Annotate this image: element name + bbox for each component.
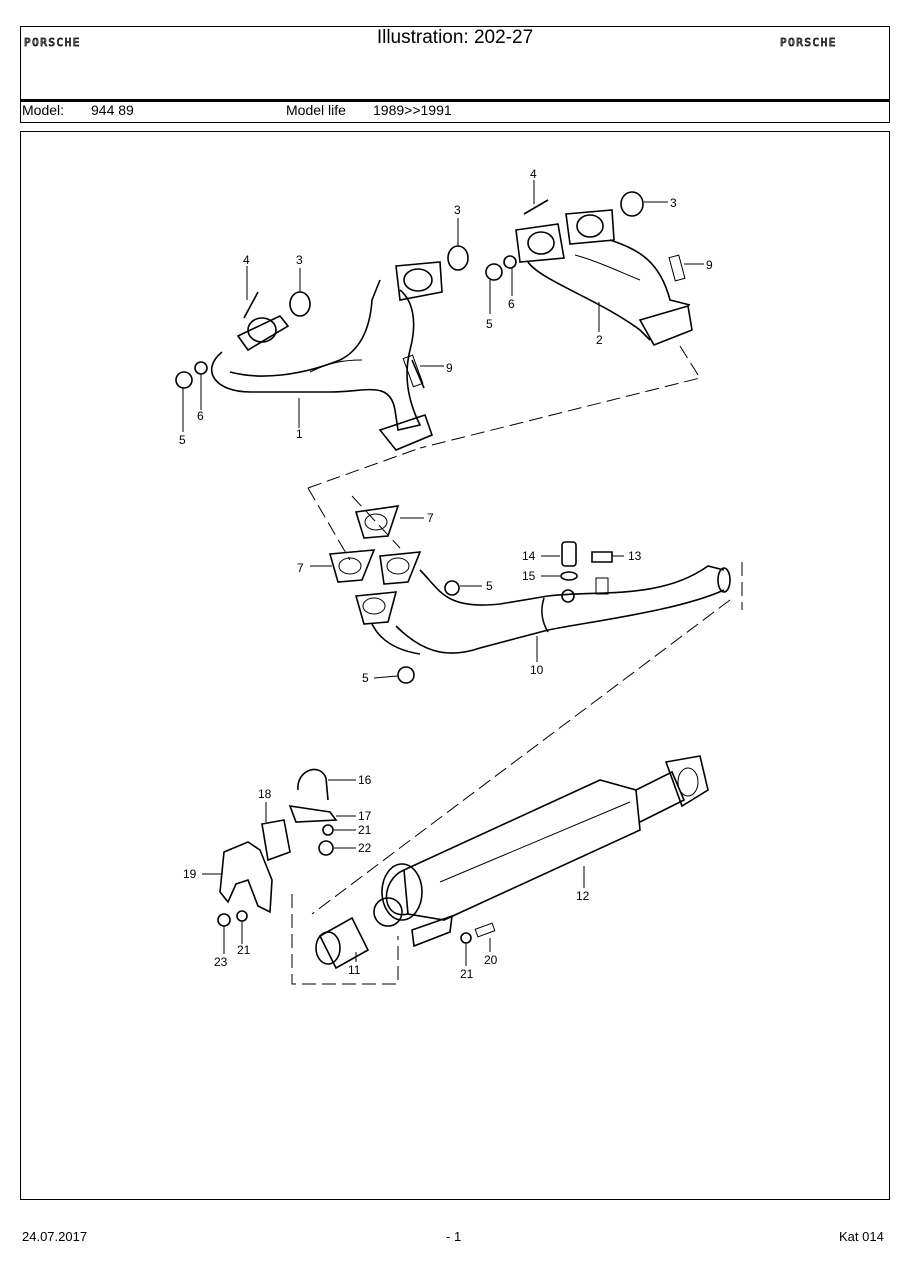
- callout-10: 10: [530, 663, 544, 677]
- callout-2: 2: [596, 333, 603, 347]
- callout-14: 14: [522, 549, 536, 563]
- callout-1: 1: [296, 427, 303, 441]
- manifold-2: [515, 209, 693, 347]
- model-label: Model:: [22, 102, 65, 118]
- callout-21-left: 21: [237, 943, 251, 957]
- washer-6-right: [503, 255, 517, 269]
- callout-11: 11: [348, 963, 361, 977]
- stud-4-right: [523, 199, 549, 215]
- stud-4-left: [243, 291, 259, 319]
- header-divider: [20, 99, 890, 102]
- washer-21-left: [236, 910, 248, 922]
- callout-13: 13: [628, 549, 642, 563]
- gasket-3-left: [289, 291, 311, 317]
- gasket-7-top: [354, 505, 400, 539]
- washer-21-right: [460, 932, 472, 944]
- washer-21-top: [322, 824, 334, 836]
- tailpipe-11: [315, 916, 370, 970]
- callout-3-mid: 3: [454, 203, 461, 217]
- callout-3-left: 3: [296, 253, 303, 267]
- gasket-3-mid: [447, 245, 469, 271]
- illustration-title: Illustration: 202-27: [376, 27, 534, 48]
- svg-text:PORSCHE: PORSCHE: [24, 36, 81, 48]
- nut-22: [318, 840, 334, 856]
- callout-22: 22: [358, 841, 372, 855]
- manifold-1: [210, 261, 443, 451]
- callout-15: 15: [522, 569, 536, 583]
- model-life-label: Model life: [286, 102, 346, 118]
- header-box: [20, 26, 890, 123]
- footer-catalog: Kat 014: [839, 1229, 884, 1244]
- nut-5-left: [175, 371, 193, 389]
- sensor-14: [561, 541, 577, 567]
- callout-12: 12: [576, 889, 590, 903]
- callout-4-right: 4: [530, 167, 537, 181]
- callout-3-right: 3: [670, 196, 677, 210]
- porsche-logo-right: PORSCHE: [780, 36, 837, 48]
- gasket-3-right: [620, 191, 644, 217]
- callout-6-left: 6: [197, 409, 204, 423]
- callout-9-right: 9: [706, 258, 713, 272]
- callout-21-top: 21: [358, 823, 372, 837]
- callout-21-right: 21: [460, 967, 474, 981]
- bolt-9-right: [668, 254, 686, 282]
- washer-6-left: [194, 361, 208, 375]
- callout-5-left: 5: [179, 433, 186, 447]
- callout-9-left: 9: [446, 361, 453, 375]
- svg-text:PORSCHE: PORSCHE: [780, 36, 837, 48]
- muffler-12: [373, 755, 709, 948]
- model-value: 944 89: [91, 102, 134, 118]
- bracket-19: [219, 841, 273, 914]
- front-pipe-10: [354, 551, 731, 655]
- footer-date: 24.07.2017: [22, 1229, 88, 1244]
- callout-19: 19: [183, 867, 197, 881]
- gasket-7-left: [328, 549, 376, 583]
- diagram-frame: [20, 131, 890, 1200]
- callout-7-left: 7: [297, 561, 304, 575]
- callout-18: 18: [258, 787, 272, 801]
- bolt-20: [474, 922, 496, 938]
- nut-23: [217, 913, 231, 927]
- seal-15: [560, 571, 578, 581]
- callout-7-top: 7: [427, 511, 434, 525]
- nut-5-right: [485, 263, 503, 281]
- callout-16: 16: [358, 773, 372, 787]
- model-life-value: 1989>>1991: [373, 102, 452, 118]
- callout-23: 23: [214, 955, 228, 969]
- exhaust-diagram: 1 2 3 3 3 4 4 5 5 5 5 6 6 7 7 9 9 10 11 …: [175, 167, 743, 985]
- clamp-17: [288, 805, 338, 823]
- callout-4-left: 4: [243, 253, 250, 267]
- porsche-logo-left: PORSCHE: [24, 36, 81, 48]
- callout-5-bottom: 5: [362, 671, 369, 685]
- callout-20: 20: [484, 953, 498, 967]
- nut-5-bottom: [397, 666, 415, 684]
- callout-17: 17: [358, 809, 372, 823]
- callout-5-right: 5: [486, 317, 493, 331]
- nut-5-pipe: [444, 580, 460, 596]
- u-bolt-16: [297, 768, 329, 801]
- callout-5-pipe: 5: [486, 579, 493, 593]
- footer-page-number: - 1: [446, 1229, 462, 1244]
- rubber-mount-18: [261, 819, 291, 862]
- nut-13: [591, 551, 613, 563]
- callout-6-right: 6: [508, 297, 515, 311]
